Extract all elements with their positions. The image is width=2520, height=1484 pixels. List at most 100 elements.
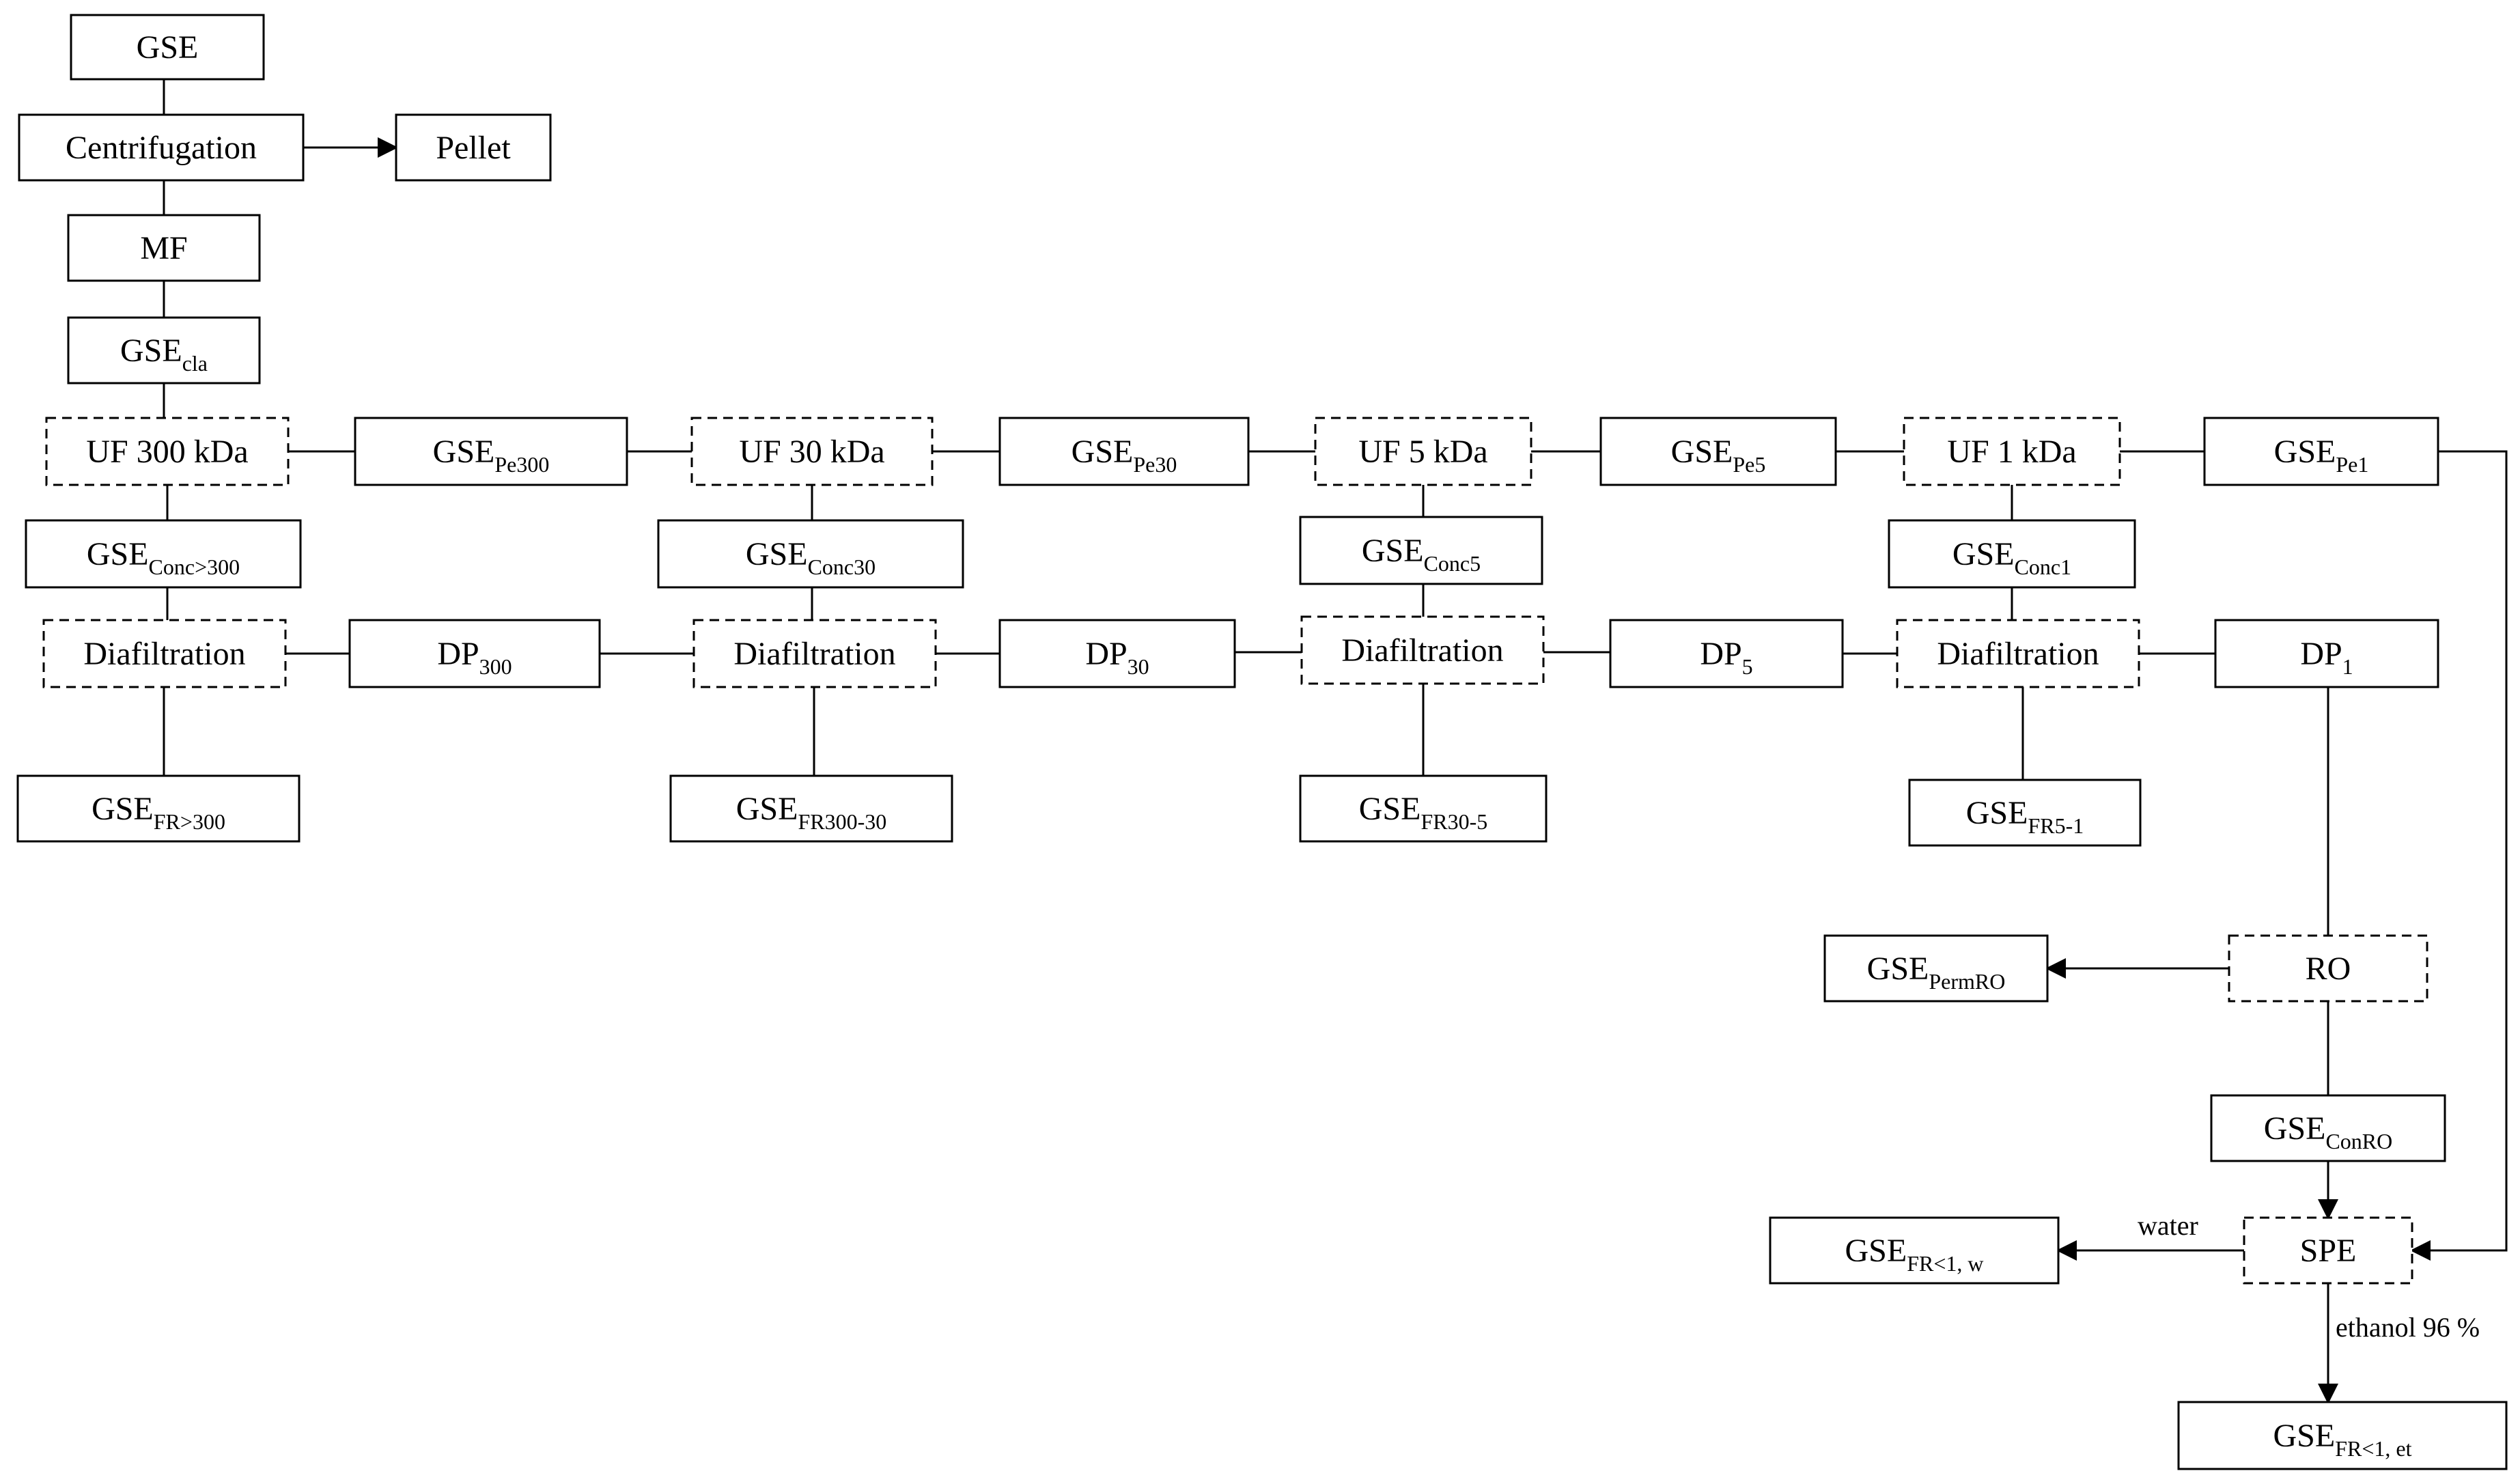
node-box bbox=[2228, 934, 2428, 1003]
node-box bbox=[45, 417, 290, 486]
node-label: GSEPe30 bbox=[1072, 434, 1177, 477]
node-dia5: Diafiltration bbox=[1300, 615, 1545, 685]
node-label: RO bbox=[2306, 951, 2351, 987]
node-label: UF 30 kDa bbox=[739, 434, 884, 470]
node-label: GSEFR300-30 bbox=[736, 791, 886, 834]
node-box bbox=[395, 113, 552, 182]
node-box bbox=[1888, 519, 2136, 589]
node-label: GSEPe1 bbox=[2274, 434, 2369, 477]
node-label: GSEConc>300 bbox=[87, 536, 240, 579]
node-box bbox=[998, 619, 1236, 688]
node-label: GSEPe5 bbox=[1671, 434, 1766, 477]
node-label: GSEFR<1, et bbox=[2273, 1418, 2412, 1461]
node-box bbox=[67, 214, 261, 282]
node-box bbox=[1896, 619, 2140, 688]
node-box bbox=[42, 619, 287, 688]
node-gse-fr1w: GSEFR<1, w bbox=[1769, 1216, 2060, 1285]
node-gse-cla: GSEcla bbox=[67, 316, 261, 384]
node-gse-conc300: GSEConc>300 bbox=[25, 519, 302, 589]
node-dp30: DP30 bbox=[998, 619, 1236, 688]
node-label: GSEFR30-5 bbox=[1359, 791, 1487, 834]
node-label: Diafiltration bbox=[733, 636, 895, 672]
connector-lines bbox=[163, 79, 2508, 1404]
node-dia30: Diafiltration bbox=[692, 619, 937, 688]
node-label: DP1 bbox=[2300, 636, 2353, 679]
node-box bbox=[1609, 619, 1844, 688]
node-label: Diafiltration bbox=[1937, 636, 2099, 672]
node-label: MF bbox=[140, 230, 187, 266]
node-label: Diafiltration bbox=[1341, 632, 1503, 669]
node-gse-pe30: GSEPe30 bbox=[998, 417, 1250, 486]
node-box bbox=[16, 774, 300, 843]
arrow-connector bbox=[2410, 450, 2508, 1261]
node-label: UF 300 kDa bbox=[86, 434, 248, 470]
node-box bbox=[1823, 934, 2049, 1003]
node-label: GSEFR>300 bbox=[92, 791, 225, 834]
node-box bbox=[1599, 417, 1837, 486]
node-box bbox=[1299, 516, 1543, 585]
node-label: DP5 bbox=[1700, 636, 1752, 679]
node-box bbox=[2243, 1216, 2413, 1285]
node-dp5: DP5 bbox=[1609, 619, 1844, 688]
node-box bbox=[348, 619, 601, 688]
node-label: GSEPermRO bbox=[1867, 951, 2006, 994]
node-box bbox=[354, 417, 628, 486]
node-gse: GSE bbox=[70, 14, 265, 81]
node-label: Diafiltration bbox=[83, 636, 245, 672]
node-gse-pe300: GSEPe300 bbox=[354, 417, 628, 486]
node-box bbox=[1300, 615, 1545, 685]
node-pellet: Pellet bbox=[395, 113, 552, 182]
node-box bbox=[1299, 774, 1548, 843]
node-box bbox=[1908, 779, 2142, 847]
node-label: GSEConc5 bbox=[1362, 533, 1481, 576]
node-ro: RO bbox=[2228, 934, 2428, 1003]
node-label: GSEFR5-1 bbox=[1966, 795, 2084, 838]
node-label: UF 1 kDa bbox=[1947, 434, 2076, 470]
node-box bbox=[25, 519, 302, 589]
node-box bbox=[2203, 417, 2439, 486]
node-box bbox=[692, 619, 937, 688]
node-box bbox=[2210, 1094, 2446, 1162]
ethanol-edge-label: ethanol 96 % bbox=[2336, 1312, 2480, 1343]
node-uf5: UF 5 kDa bbox=[1314, 417, 1532, 486]
node-box bbox=[690, 417, 934, 486]
node-label: GSE bbox=[137, 29, 199, 66]
node-box bbox=[70, 14, 265, 81]
node-label: GSEcla bbox=[120, 333, 208, 376]
node-dp1: DP1 bbox=[2214, 619, 2439, 688]
node-label: GSEConRO bbox=[2264, 1110, 2392, 1153]
node-gse-fr1et: GSEFR<1, et bbox=[2177, 1401, 2508, 1470]
node-box bbox=[18, 113, 305, 182]
node-box bbox=[1769, 1216, 2060, 1285]
node-mf: MF bbox=[67, 214, 261, 282]
node-box bbox=[67, 316, 261, 384]
node-label: GSEConc1 bbox=[1952, 536, 2071, 579]
node-uf300: UF 300 kDa bbox=[45, 417, 290, 486]
node-box bbox=[2177, 1401, 2508, 1470]
node-gse-conro: GSEConRO bbox=[2210, 1094, 2446, 1162]
node-uf30: UF 30 kDa bbox=[690, 417, 934, 486]
node-label: GSEFR<1, w bbox=[1845, 1233, 1984, 1276]
node-box bbox=[2214, 619, 2439, 688]
node-dp300: DP300 bbox=[348, 619, 601, 688]
node-dia1: Diafiltration bbox=[1896, 619, 2140, 688]
node-label: SPE bbox=[2300, 1233, 2357, 1269]
node-centrifugation: Centrifugation bbox=[18, 113, 305, 182]
node-gse-fr5-1: GSEFR5-1 bbox=[1908, 779, 2142, 847]
node-label: Pellet bbox=[436, 130, 511, 166]
node-label: DP30 bbox=[1085, 636, 1149, 679]
node-uf1: UF 1 kDa bbox=[1903, 417, 2121, 486]
node-box bbox=[657, 519, 964, 589]
node-gse-permro: GSEPermRO bbox=[1823, 934, 2049, 1003]
node-dia300: Diafiltration bbox=[42, 619, 287, 688]
node-gse-pe5: GSEPe5 bbox=[1599, 417, 1837, 486]
node-label: Centrifugation bbox=[66, 130, 257, 166]
node-gse-conc30: GSEConc30 bbox=[657, 519, 964, 589]
node-label: DP300 bbox=[437, 636, 512, 679]
node-label: GSEConc30 bbox=[746, 536, 876, 579]
node-label: GSEPe300 bbox=[433, 434, 550, 477]
node-gse-fr300-30: GSEFR300-30 bbox=[669, 774, 953, 843]
node-gse-pe1: GSEPe1 bbox=[2203, 417, 2439, 486]
